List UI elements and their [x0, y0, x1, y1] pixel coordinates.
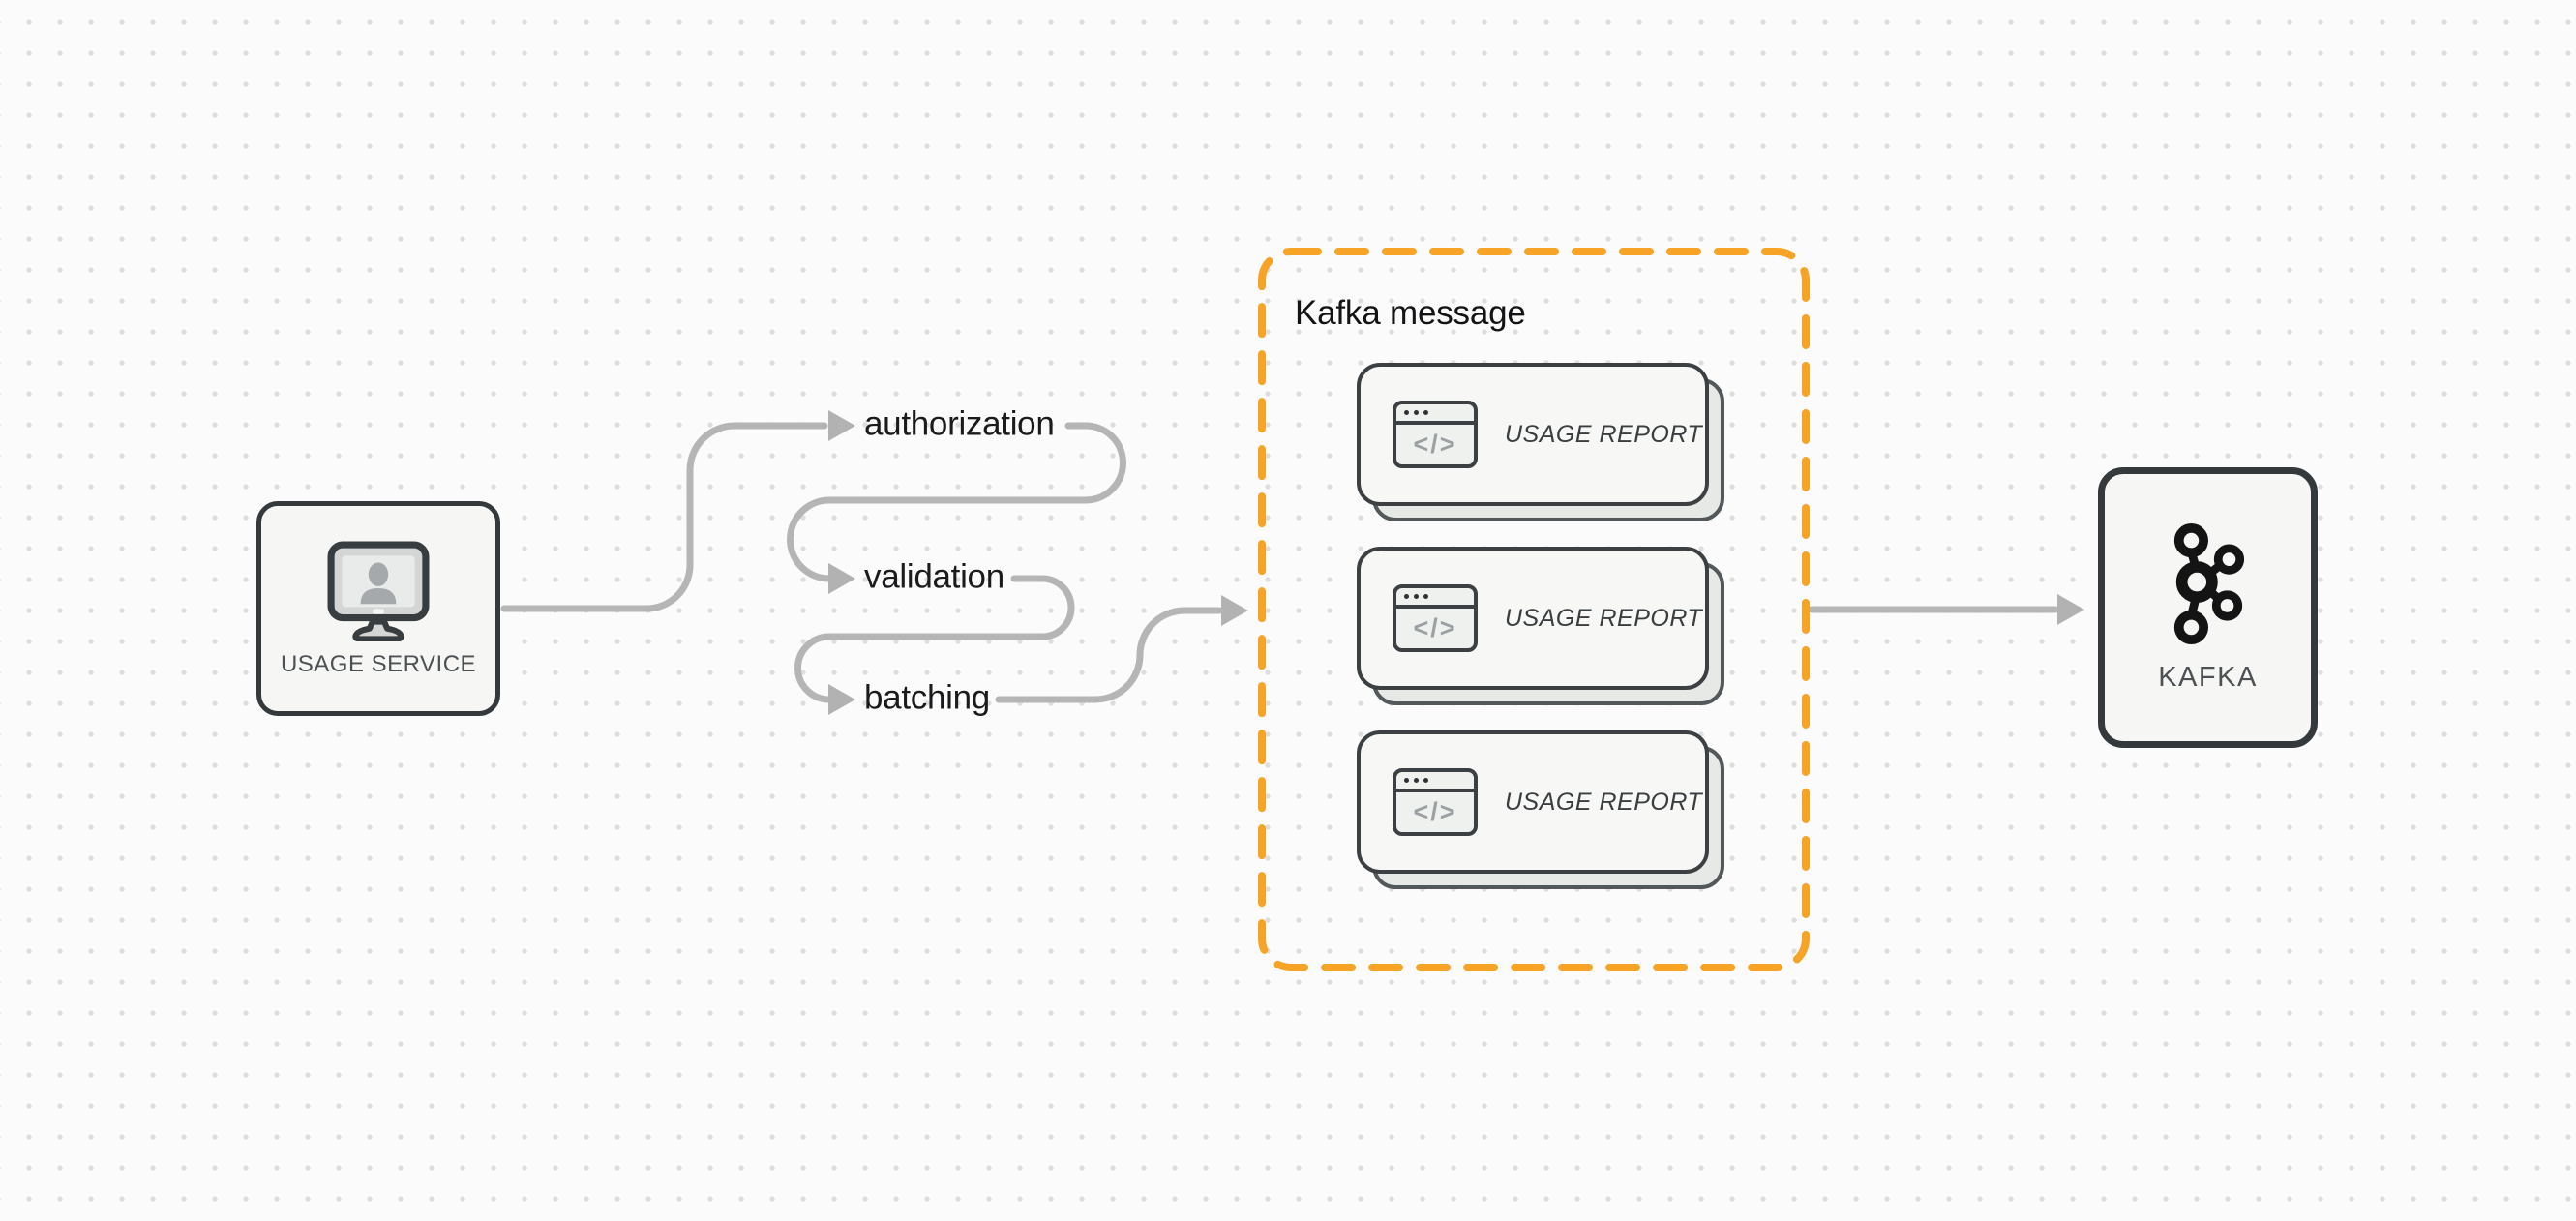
arrowhead-into-kafka [2057, 594, 2084, 625]
arrowhead-validation [828, 563, 855, 594]
window-dot [1414, 594, 1419, 599]
window-dot [1404, 594, 1409, 599]
dashed-border [1258, 248, 1810, 971]
flow-line-service-to-authorization [500, 422, 828, 612]
kafka-node: KAFKA [2098, 467, 2318, 748]
kafka-label: KAFKA [2158, 662, 2258, 693]
usage-report-card: </> USAGE REPORT [1357, 547, 1724, 705]
window-bar [1396, 772, 1474, 792]
usage-service-label: USAGE SERVICE [280, 651, 477, 677]
kafka-logo-icon [2173, 523, 2244, 644]
usage-service-node: USAGE SERVICE [256, 501, 500, 716]
window-bar [1396, 404, 1474, 425]
usage-report-label: USAGE REPORT [1505, 604, 1703, 632]
arrowhead-into-group [1221, 595, 1248, 626]
arrowhead-authorization [828, 410, 855, 441]
window-dot [1423, 594, 1428, 599]
step-label-validation: validation [864, 557, 1004, 596]
code-window-icon: </> [1393, 768, 1478, 836]
user-monitor-icon [327, 541, 430, 641]
window-dot [1423, 778, 1428, 783]
kafka-message-title: Kafka message [1295, 294, 1526, 332]
flow-line-validation-to-batching [794, 575, 1075, 703]
window-bar [1396, 588, 1474, 609]
usage-report-card-front: </> USAGE REPORT [1357, 547, 1709, 690]
usage-report-card: </> USAGE REPORT [1357, 363, 1724, 521]
code-glyph: </> [1413, 797, 1457, 826]
window-dot [1404, 778, 1409, 783]
flow-line-batching-to-group [995, 607, 1223, 703]
usage-report-card-front: </> USAGE REPORT [1357, 730, 1709, 874]
window-dot [1414, 410, 1419, 415]
usage-report-card: </> USAGE REPORT [1357, 730, 1724, 889]
window-dot [1414, 778, 1419, 783]
usage-report-label: USAGE REPORT [1505, 420, 1703, 448]
window-dot [1423, 410, 1428, 415]
arrowhead-batching [828, 684, 855, 715]
usage-report-label: USAGE REPORT [1505, 788, 1703, 816]
window-dot [1404, 410, 1409, 415]
usage-report-card-front: </> USAGE REPORT [1357, 363, 1709, 506]
step-label-authorization: authorization [864, 404, 1055, 443]
code-glyph: </> [1413, 613, 1457, 642]
code-window-icon: </> [1393, 584, 1478, 652]
flow-line-authorization-to-validation [787, 422, 1126, 582]
code-glyph: </> [1413, 430, 1457, 459]
kafka-message-group: Kafka message </> USAGE REPORT [1254, 244, 1813, 975]
code-window-icon: </> [1393, 401, 1478, 468]
step-label-batching: batching [864, 678, 990, 717]
